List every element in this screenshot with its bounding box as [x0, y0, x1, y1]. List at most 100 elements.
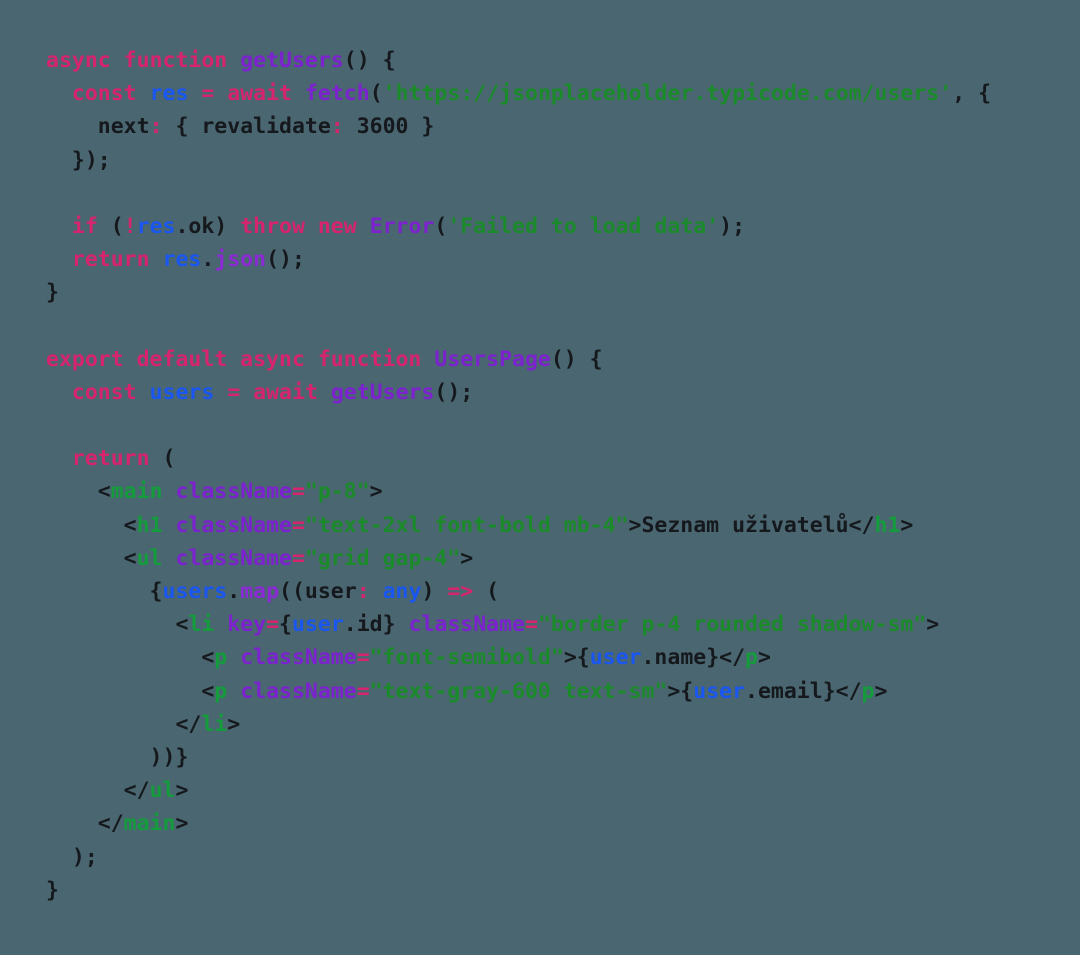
code-token-fn: Error	[369, 213, 435, 239]
code-token-plain: <	[46, 645, 215, 671]
code-token-plain	[214, 612, 227, 637]
code-body[interactable]: async function getUsers() { const res = …	[46, 44, 1080, 907]
code-line[interactable]: </ul>	[46, 774, 1080, 807]
code-token-op: =	[291, 479, 305, 505]
code-token-plain: >{	[667, 678, 694, 704]
code-line[interactable]	[46, 310, 1080, 343]
code-token-kw: return	[71, 446, 150, 472]
code-token-var: users	[149, 379, 215, 405]
code-token-plain	[163, 513, 176, 538]
code-token-op: :	[330, 114, 344, 140]
code-token-kw: const	[71, 81, 137, 107]
code-line[interactable]: return res.json();	[46, 243, 1080, 276]
code-token-plain	[111, 48, 124, 73]
code-token-tag: p	[861, 678, 875, 704]
code-line[interactable]: const users = await getUsers();	[46, 376, 1080, 409]
code-token-plain: <	[46, 612, 189, 638]
code-line[interactable]: ))}	[46, 741, 1080, 774]
code-token-plain	[318, 380, 331, 405]
code-token-plain	[137, 380, 150, 405]
code-token-var: user	[291, 612, 344, 638]
code-line[interactable]: async function getUsers() {	[46, 44, 1080, 77]
code-token-prop: json	[214, 247, 267, 273]
code-token-plain	[421, 347, 434, 372]
code-token-plain: >	[926, 612, 940, 638]
code-line[interactable]: <h1 className="text-2xl font-bold mb-4">…	[46, 509, 1080, 542]
code-token-plain	[214, 81, 227, 106]
code-token-op: =	[291, 545, 305, 571]
code-token-plain	[227, 645, 240, 670]
code-token-plain: </	[46, 811, 124, 837]
code-token-tag: ul	[136, 545, 163, 571]
code-line[interactable]: );	[46, 841, 1080, 874]
code-line[interactable]: <p className="text-gray-600 text-sm">{us…	[46, 675, 1080, 708]
code-token-kw: function	[123, 48, 228, 73]
code-token-plain: );	[46, 844, 98, 870]
code-token-kw: const	[71, 379, 137, 405]
code-line[interactable]: next: { revalidate: 3600 }	[46, 110, 1080, 143]
code-token-op: =	[356, 678, 370, 704]
code-token-plain: >	[874, 678, 888, 704]
code-token-plain: >	[175, 811, 189, 837]
code-token-plain: ();	[266, 247, 305, 273]
code-line[interactable]: }	[46, 874, 1080, 907]
code-token-plain: .	[201, 247, 215, 273]
code-token-fn: getUsers	[240, 48, 344, 73]
code-token-var: res	[136, 213, 176, 239]
code-token-op: :	[356, 579, 370, 604]
code-token-plain: </	[46, 778, 150, 804]
code-token-op: =	[201, 81, 215, 107]
code-token-op: =	[291, 512, 305, 538]
code-line[interactable]: </main>	[46, 807, 1080, 840]
code-token-fn: UsersPage	[434, 346, 551, 372]
code-token-plain: , {	[952, 81, 992, 107]
code-line[interactable]: <p className="font-semibold">{user.name}…	[46, 641, 1080, 674]
code-line[interactable]	[46, 177, 1080, 210]
code-token-var: user	[693, 678, 746, 704]
code-line[interactable]: <ul className="grid gap-4">	[46, 542, 1080, 575]
code-token-plain: }	[46, 877, 59, 903]
code-token-plain: .id}	[343, 612, 409, 638]
code-token-attr: className	[240, 678, 357, 704]
code-line[interactable]: const res = await fetch('https://jsonpla…	[46, 77, 1080, 110]
code-token-var: user	[589, 645, 642, 671]
code-token-kw: if	[71, 213, 98, 239]
code-token-plain: <	[46, 678, 215, 704]
code-token-plain	[137, 81, 150, 106]
code-token-plain: .ok)	[175, 213, 241, 239]
code-token-op: =	[227, 379, 241, 405]
code-token-plain	[46, 380, 72, 405]
code-token-var: users	[162, 579, 228, 604]
code-token-attr: className	[240, 645, 357, 671]
code-token-plain: { revalidate	[162, 114, 331, 140]
code-token-plain	[292, 81, 305, 106]
code-line[interactable]: {users.map((user: any) => (	[46, 575, 1080, 608]
code-token-plain	[188, 81, 201, 106]
code-token-tag: li	[201, 711, 228, 737]
code-token-plain: {	[279, 612, 292, 638]
code-line[interactable]: });	[46, 144, 1080, 177]
code-token-plain: (	[473, 579, 500, 604]
code-line[interactable]	[46, 409, 1080, 442]
code-token-plain: >	[227, 711, 241, 737]
code-line[interactable]: if (!res.ok) throw new Error('Failed to …	[46, 210, 1080, 243]
code-line[interactable]: return (	[46, 442, 1080, 475]
code-token-str: "text-2xl font-bold mb-4"	[304, 512, 629, 538]
code-token-var: res	[149, 81, 189, 107]
code-line[interactable]: <main className="p-8">	[46, 475, 1080, 508]
code-token-fn: getUsers	[330, 379, 435, 405]
code-token-plain: (	[149, 446, 176, 472]
code-token-tag: p	[214, 678, 228, 704]
code-token-plain: >	[460, 545, 474, 571]
code-line[interactable]: }	[46, 276, 1080, 309]
code-token-str: "p-8"	[304, 479, 370, 505]
code-line[interactable]: </li>	[46, 708, 1080, 741]
code-token-prop: map	[240, 579, 280, 604]
code-line[interactable]: <li key={user.id} className="border p-4 …	[46, 608, 1080, 641]
code-token-plain: });	[46, 147, 111, 173]
code-line[interactable]: export default async function UsersPage(…	[46, 343, 1080, 376]
code-token-plain: (	[97, 213, 124, 239]
code-token-plain: >	[758, 645, 771, 671]
code-token-plain: );	[719, 213, 746, 239]
